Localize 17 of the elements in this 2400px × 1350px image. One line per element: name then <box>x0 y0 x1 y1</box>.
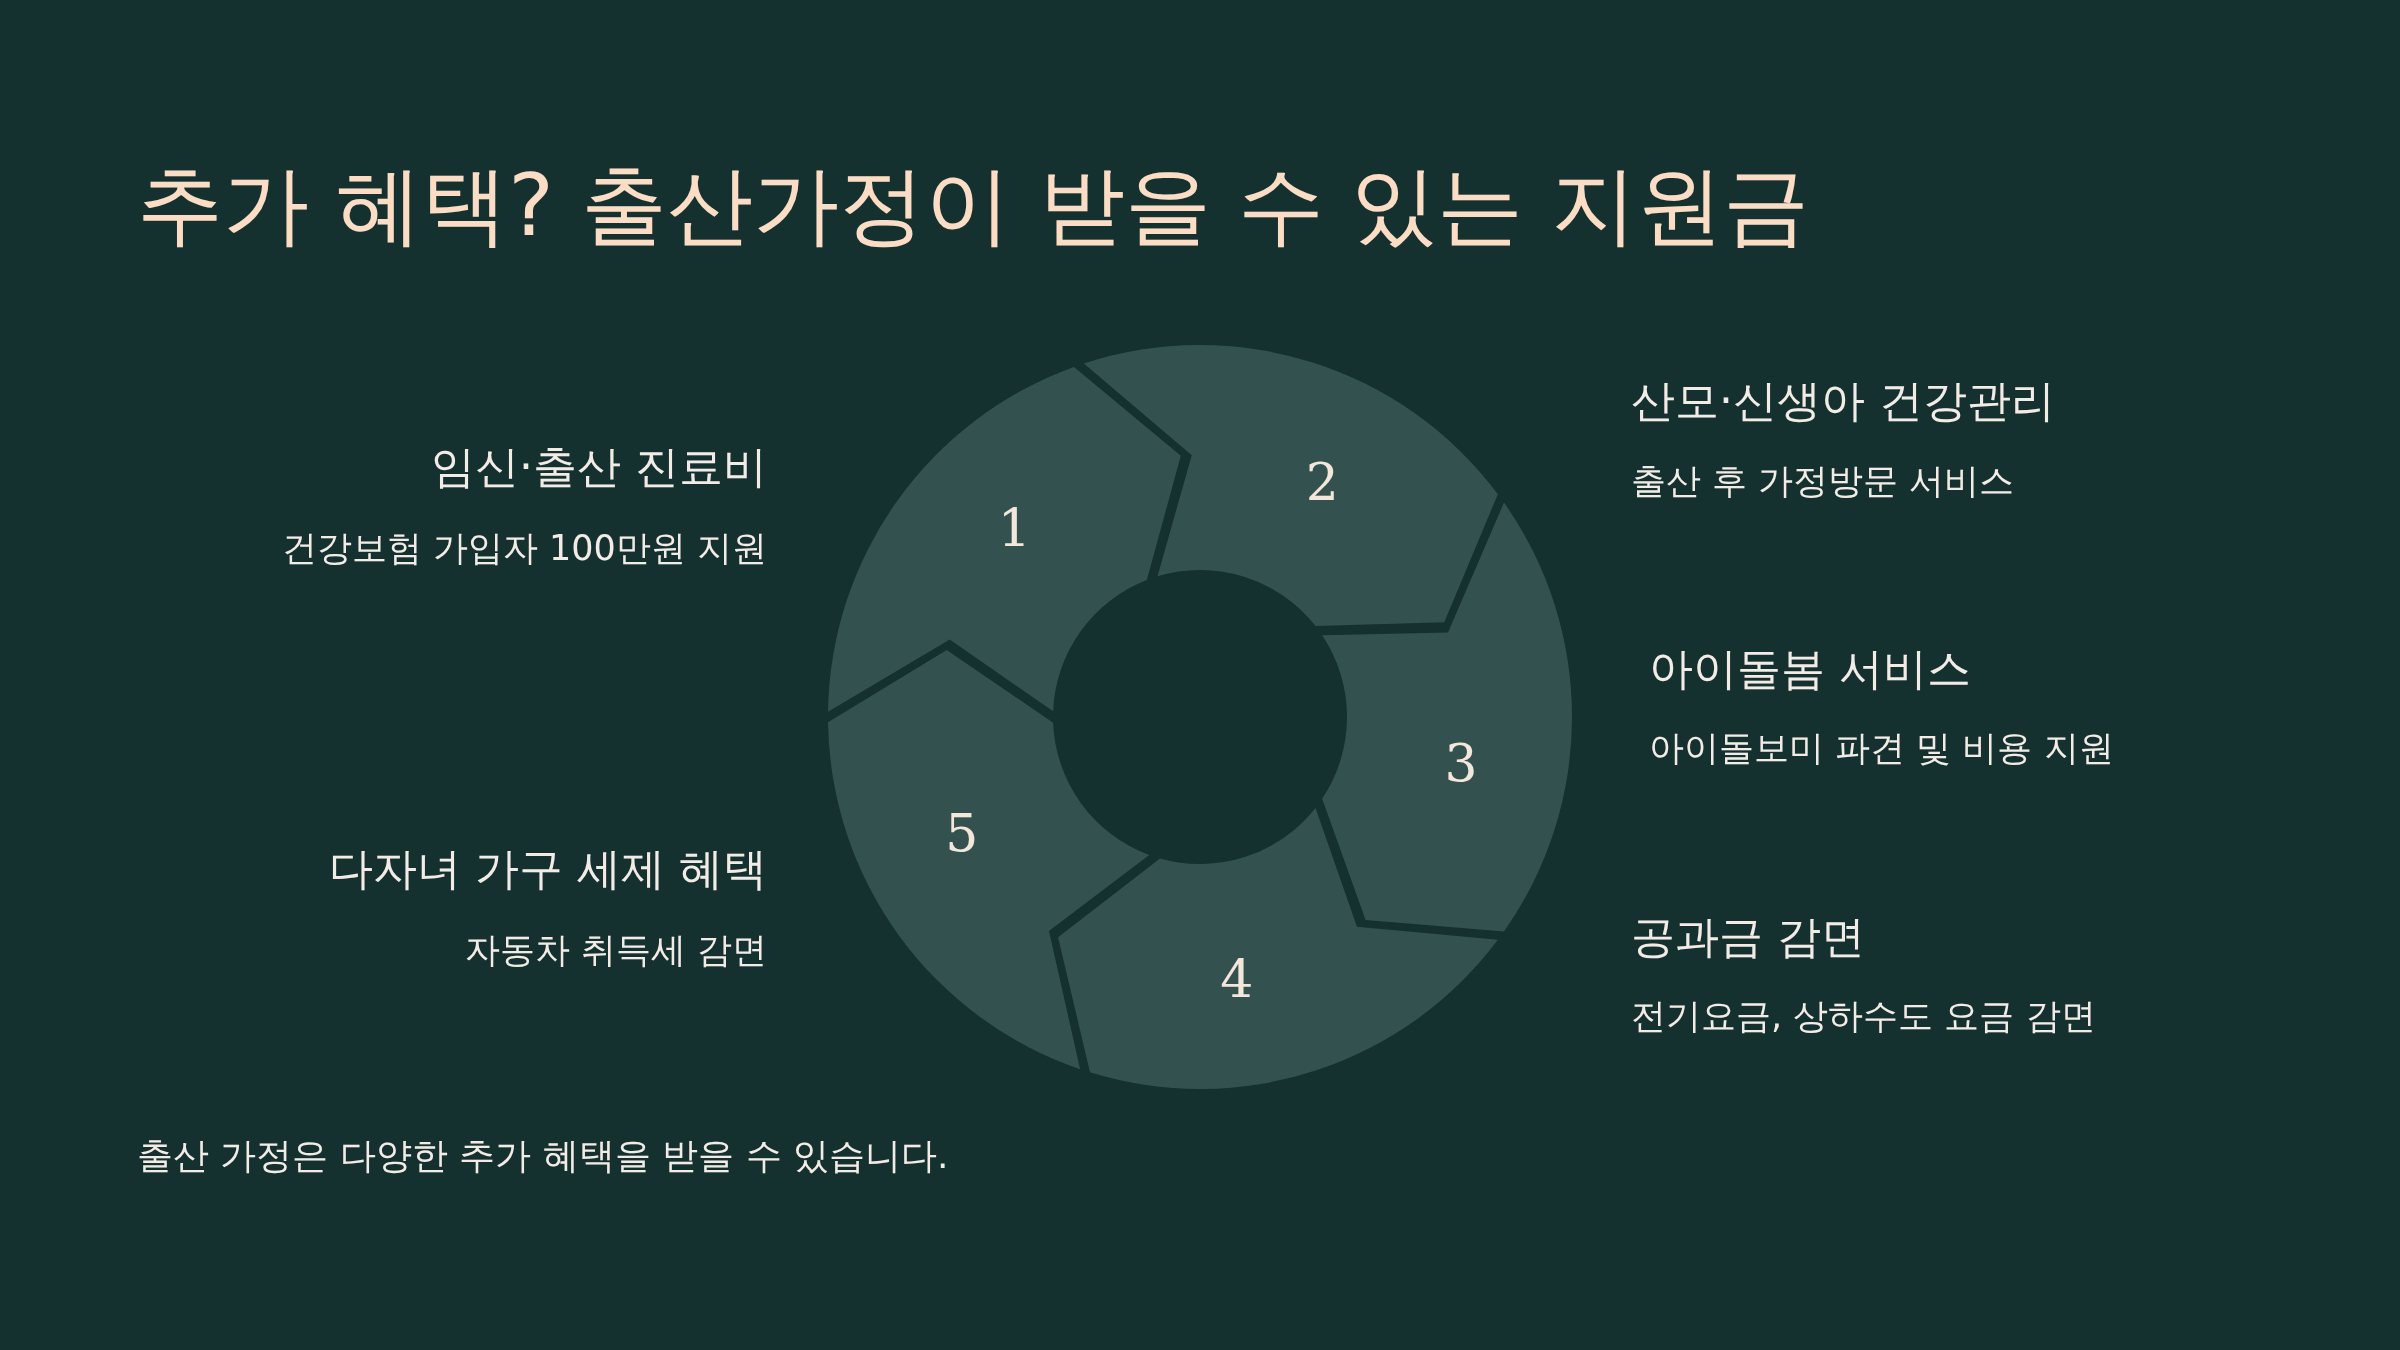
step-number: 1 <box>997 498 1031 558</box>
benefit-heading: 임신·출산 진료비 <box>431 440 767 494</box>
benefit-description: 자동차 취득세 감면 <box>464 929 767 972</box>
title: 추가 혜택? 출산가정이 받을 수 있는 지원금 <box>137 154 1809 257</box>
benefit-description: 건강보험 가입자 100만원 지원 <box>281 527 767 570</box>
benefit-description: 아이돌보미 파견 및 비용 지원 <box>1649 727 2114 770</box>
step-number: 3 <box>1444 733 1478 793</box>
step-number: 2 <box>1305 451 1339 512</box>
caption: 출산 가정은 다양한 추가 혜택을 받을 수 있습니다. <box>137 1134 949 1178</box>
benefit-heading: 산모·신생아 건강관리 <box>1631 374 2055 428</box>
step-number: 5 <box>945 803 979 864</box>
benefit-heading: 아이돌봄 서비스 <box>1649 642 1971 696</box>
benefit-description: 출산 후 가정방문 서비스 <box>1631 460 2015 503</box>
benefit-heading: 다자녀 가구 세제 혜택 <box>329 842 767 896</box>
benefit-description: 전기요금, 상하수도 요금 감면 <box>1631 995 2096 1038</box>
benefit-heading: 공과금 감면 <box>1631 910 1865 964</box>
step-number: 4 <box>1220 949 1254 1010</box>
